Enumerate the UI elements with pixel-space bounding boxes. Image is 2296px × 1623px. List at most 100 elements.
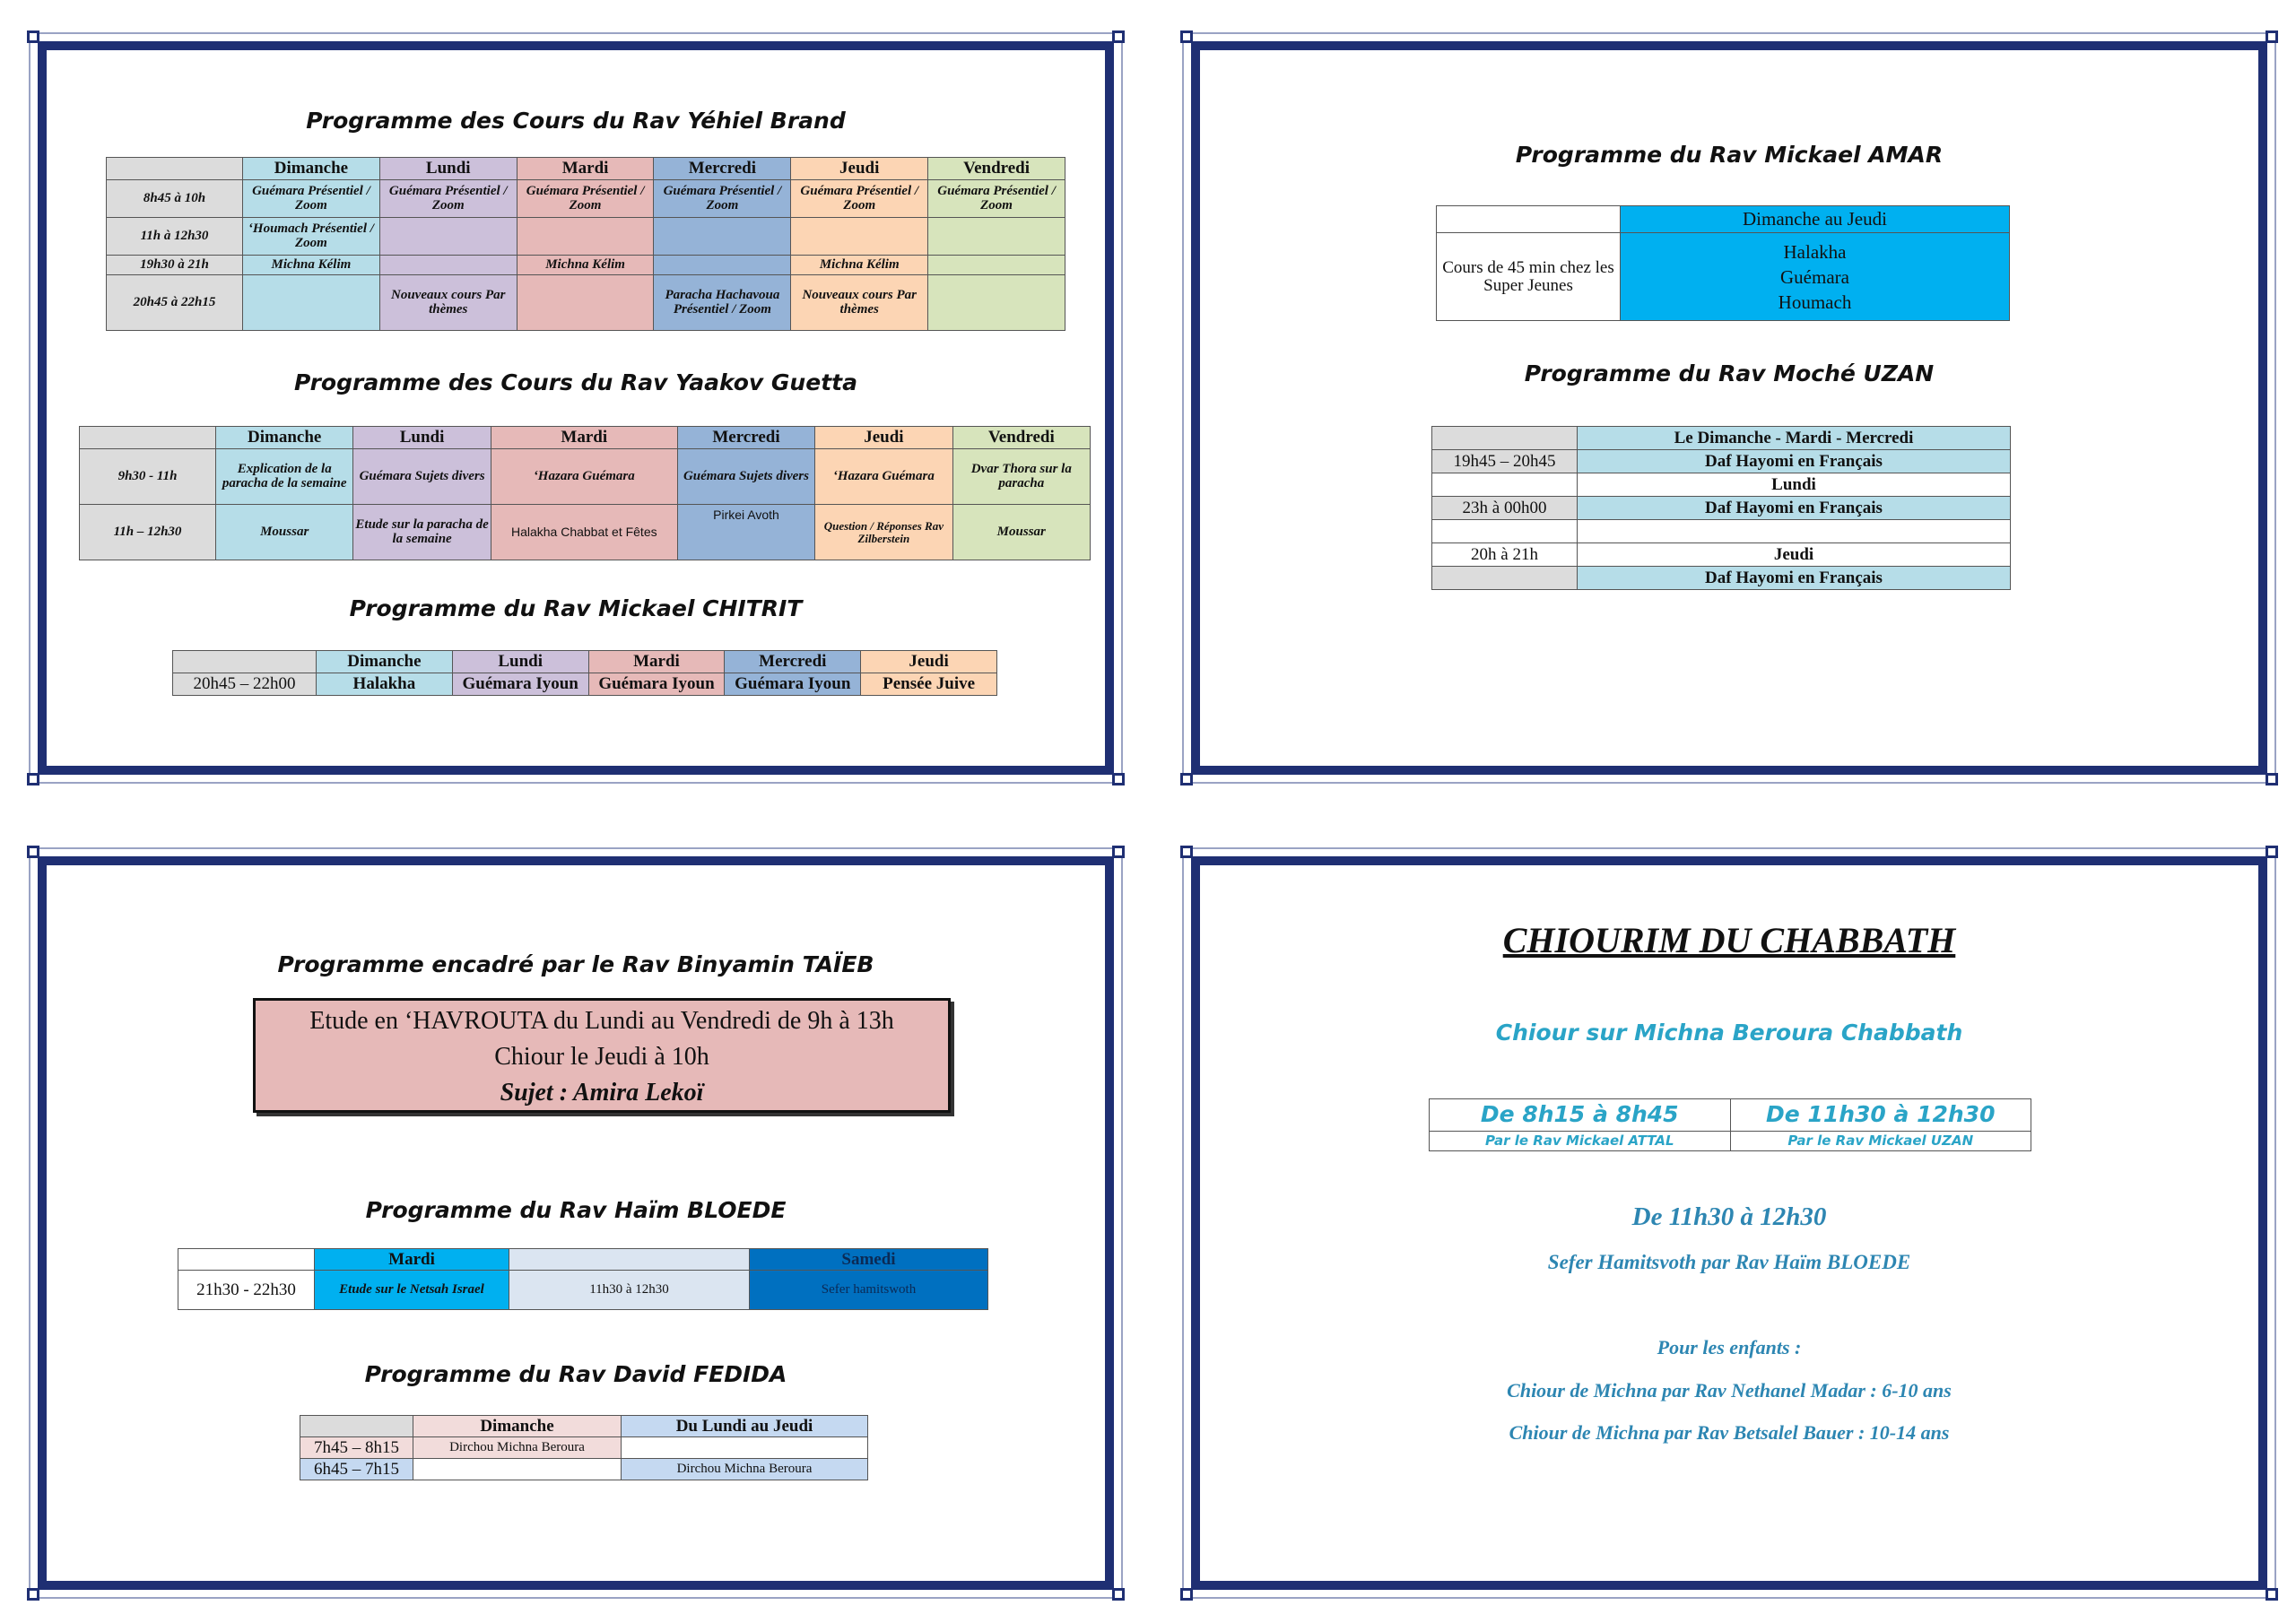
taieb-line: Chiour le Jeudi à 10h [494,1043,709,1071]
fedida-table: Dimanche Du Lundi au Jeudi 7h45 – 8h15 D… [300,1415,868,1480]
table-cell: Lundi [1577,473,2011,497]
kids-line: Chiour de Michna par Rav Betsalel Bauer … [1509,1421,1950,1444]
col-header: Mardi [490,426,678,449]
col-header: Vendredi [952,426,1091,449]
table-row: 19h45 – 20h45 Daf Hayomi en Français [1431,449,2011,473]
time-cell: 11h – 12h30 [79,504,216,560]
table-cell: Sefer hamitswoth [749,1270,988,1310]
panel-taieb-bloede-fedida: Programme encadré par le Rav Binyamin TA… [27,846,1125,1601]
col-header: Mardi [516,157,655,180]
table-row: 21h30 - 22h30 Etude sur le Netsah Israel… [178,1270,988,1310]
table-cell: Guémara Présentiel / Zoom [516,179,655,218]
list-item: Houmach [1778,291,1852,313]
table-cell [516,217,655,256]
time-cell: 9h30 - 11h [79,448,216,505]
col-header: Dimanche [413,1415,622,1437]
page-title: CHIOURIM DU CHABBATH [1502,920,1956,960]
table-corner [106,157,243,180]
frame-corner [1112,773,1125,785]
table-cell [927,217,1065,256]
table-cell: Jeudi [1577,542,2011,567]
time-cell: 7h45 – 8h15 [300,1436,413,1459]
frame-corner [1180,30,1193,43]
time-cell [1431,519,1578,543]
uzan-title: Programme du Rav Moché UZAN [1524,360,1935,386]
table-cell: Guémara Iyoun [451,673,589,696]
time-cell: 20h45 à 22h15 [106,274,243,331]
bloede-table: Mardi Samedi 21h30 - 22h30 Etude sur le … [178,1248,988,1310]
table-cell: Dvar Thora sur la paracha [952,448,1091,505]
col-header: Mardi [587,650,726,673]
time-cell: 11h à 12h30 [106,217,243,256]
table-cell: Pensée Juive [860,673,997,696]
table-cell [653,217,792,256]
col-header: Mercredi [724,650,862,673]
table-cell: Guémara Sujets divers [676,448,816,505]
table-cell [413,1458,622,1480]
frame-corner [2266,773,2278,785]
table-corner [178,1248,315,1271]
table-corner [1436,205,1621,233]
col-header: Vendredi [927,157,1065,180]
kids-line: Chiour de Michna par Rav Nethanel Madar … [1507,1379,1952,1402]
amar-title: Programme du Rav Mickael AMAR [1515,142,1944,168]
table-cell: Michna Kélim [242,255,380,275]
col-header: Lundi [352,426,491,449]
col-header: Dimanche [214,426,354,449]
slot-time: De 11h30 à 12h30 [1729,1098,2031,1132]
table-cell: Guémara Présentiel / Zoom [927,179,1065,218]
table-cell: Guémara Présentiel / Zoom [790,179,929,218]
frame-corner [1112,30,1125,43]
table-cell: Guémara Iyoun [724,673,862,696]
table-row: 19h30 à 21h Michna Kélim Michna Kélim Mi… [106,255,1065,275]
frame-corner [27,30,39,43]
table-cell: Guémara Iyoun [587,673,726,696]
col-header [509,1248,750,1271]
list-item: Guémara [1780,265,1849,288]
kids-title: Pour les enfants : [1657,1336,1802,1358]
table-cell [378,217,517,256]
amar-table: Dimanche au Jeudi Cours de 45 min chez l… [1436,205,2010,321]
col-header: Samedi [749,1248,988,1271]
taieb-box: Etude en ‘HAVROUTA du Lundi au Vendredi … [253,998,951,1113]
col-header: Dimanche [316,650,453,673]
frame-corner [27,1588,39,1601]
table-row: 8h45 à 10h Guémara Présentiel / Zoom Gué… [106,179,1065,218]
table-row: 23h à 00h00 Daf Hayomi en Français [1431,496,2011,520]
table-corner [300,1415,413,1437]
table-cell: Halakha Chabbat et Fêtes [490,504,678,560]
table-row [1431,519,2011,543]
slot-teacher: Par le Rav Mickael UZAN [1729,1131,2031,1151]
table-cell: Le Dimanche - Mardi - Mercredi [1577,426,2011,450]
table-cell: Daf Hayomi en Français [1577,496,2011,520]
table-cell: Dirchou Michna Beroura [621,1458,868,1480]
table-row: 7h45 – 8h15 Dirchou Michna Beroura [300,1436,868,1459]
taieb-subject: Sujet : Amira Lekoï [500,1079,704,1107]
table-row: 20h45 à 22h15 Nouveaux cours Par thèmes … [106,274,1065,331]
table-corner [172,650,317,673]
subtitle: Chiour sur Michna Beroura Chabbath [1495,1020,1963,1046]
table-cell: Etude sur la paracha de la semaine [352,504,491,560]
table-cell: Nouveaux cours Par thèmes [378,274,517,331]
table-row: Cours de 45 min chez les Super Jeunes Ha… [1436,232,2010,321]
table-cell: ‘Hazara Guémara [490,448,678,505]
table-row: Lundi [1431,473,2011,497]
time-cell: 19h45 – 20h45 [1431,449,1578,473]
table-cell: Nouveaux cours Par thèmes [790,274,929,331]
table-cell: Michna Kélim [516,255,655,275]
table-cell: Daf Hayomi en Français [1577,566,2011,590]
frame-corner [27,773,39,785]
table-row: 6h45 – 7h15 Dirchou Michna Beroura [300,1458,868,1480]
table-row: Le Dimanche - Mardi - Mercredi [1431,426,2011,450]
row-label: Cours de 45 min chez les Super Jeunes [1436,232,1621,321]
frame-corner [2266,30,2278,43]
table-cell: Halakha [316,673,453,696]
table-cell [378,255,517,275]
uzan-table: Le Dimanche - Mardi - Mercredi 19h45 – 2… [1431,426,2011,590]
time-cell: 6h45 – 7h15 [300,1458,413,1480]
table-cell: Question / Réponses Rav Zilberstein [814,504,953,560]
table-cell [1577,519,2011,543]
guetta-table: Dimanche Lundi Mardi Mercredi Jeudi Vend… [79,426,1091,560]
table-corner [79,426,216,449]
bloede-title: Programme du Rav Haïm BLOEDE [365,1197,787,1223]
